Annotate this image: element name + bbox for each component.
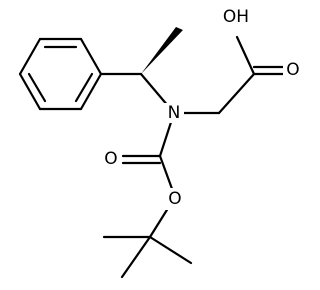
ring-inner-double-3 <box>74 72 94 103</box>
carbamate-carbonyl-o-atom-label: O <box>104 149 117 169</box>
carbamate-carbonyl-o-label-bg <box>101 148 121 170</box>
ester-o-label-bg <box>165 188 185 210</box>
ring-bond-3 <box>18 37 42 76</box>
structure-canvas: N OH O O O <box>18 6 303 279</box>
ring-bond-1 <box>79 37 103 76</box>
ester-o-atom-label: O <box>168 189 181 209</box>
ch2-to-acid-carbon-bond <box>217 72 256 115</box>
ring-inner-double-2 <box>27 72 47 103</box>
ring-bond-4 <box>18 72 42 111</box>
hydroxyl-label-bg <box>220 6 252 28</box>
wedge-bond-methyl <box>141 27 183 74</box>
acid-c-to-oh-bond <box>235 35 256 76</box>
benzene-ring <box>18 37 103 111</box>
tbutyl-methyl-bond-3 <box>120 235 152 279</box>
acid-carbonyl-o-atom-label: O <box>286 60 299 80</box>
nitrogen-atom-label: N <box>168 103 181 123</box>
acid-carbonyl-o-label-bg <box>283 59 303 81</box>
molecule-drawing: N OH O O O <box>18 6 303 279</box>
ring-bond-6 <box>79 72 103 111</box>
tbutyl-methyl-bond-2 <box>148 235 193 265</box>
nitrogen-label-bg <box>164 103 184 123</box>
hydroxyl-atom-label: OH <box>223 7 249 27</box>
